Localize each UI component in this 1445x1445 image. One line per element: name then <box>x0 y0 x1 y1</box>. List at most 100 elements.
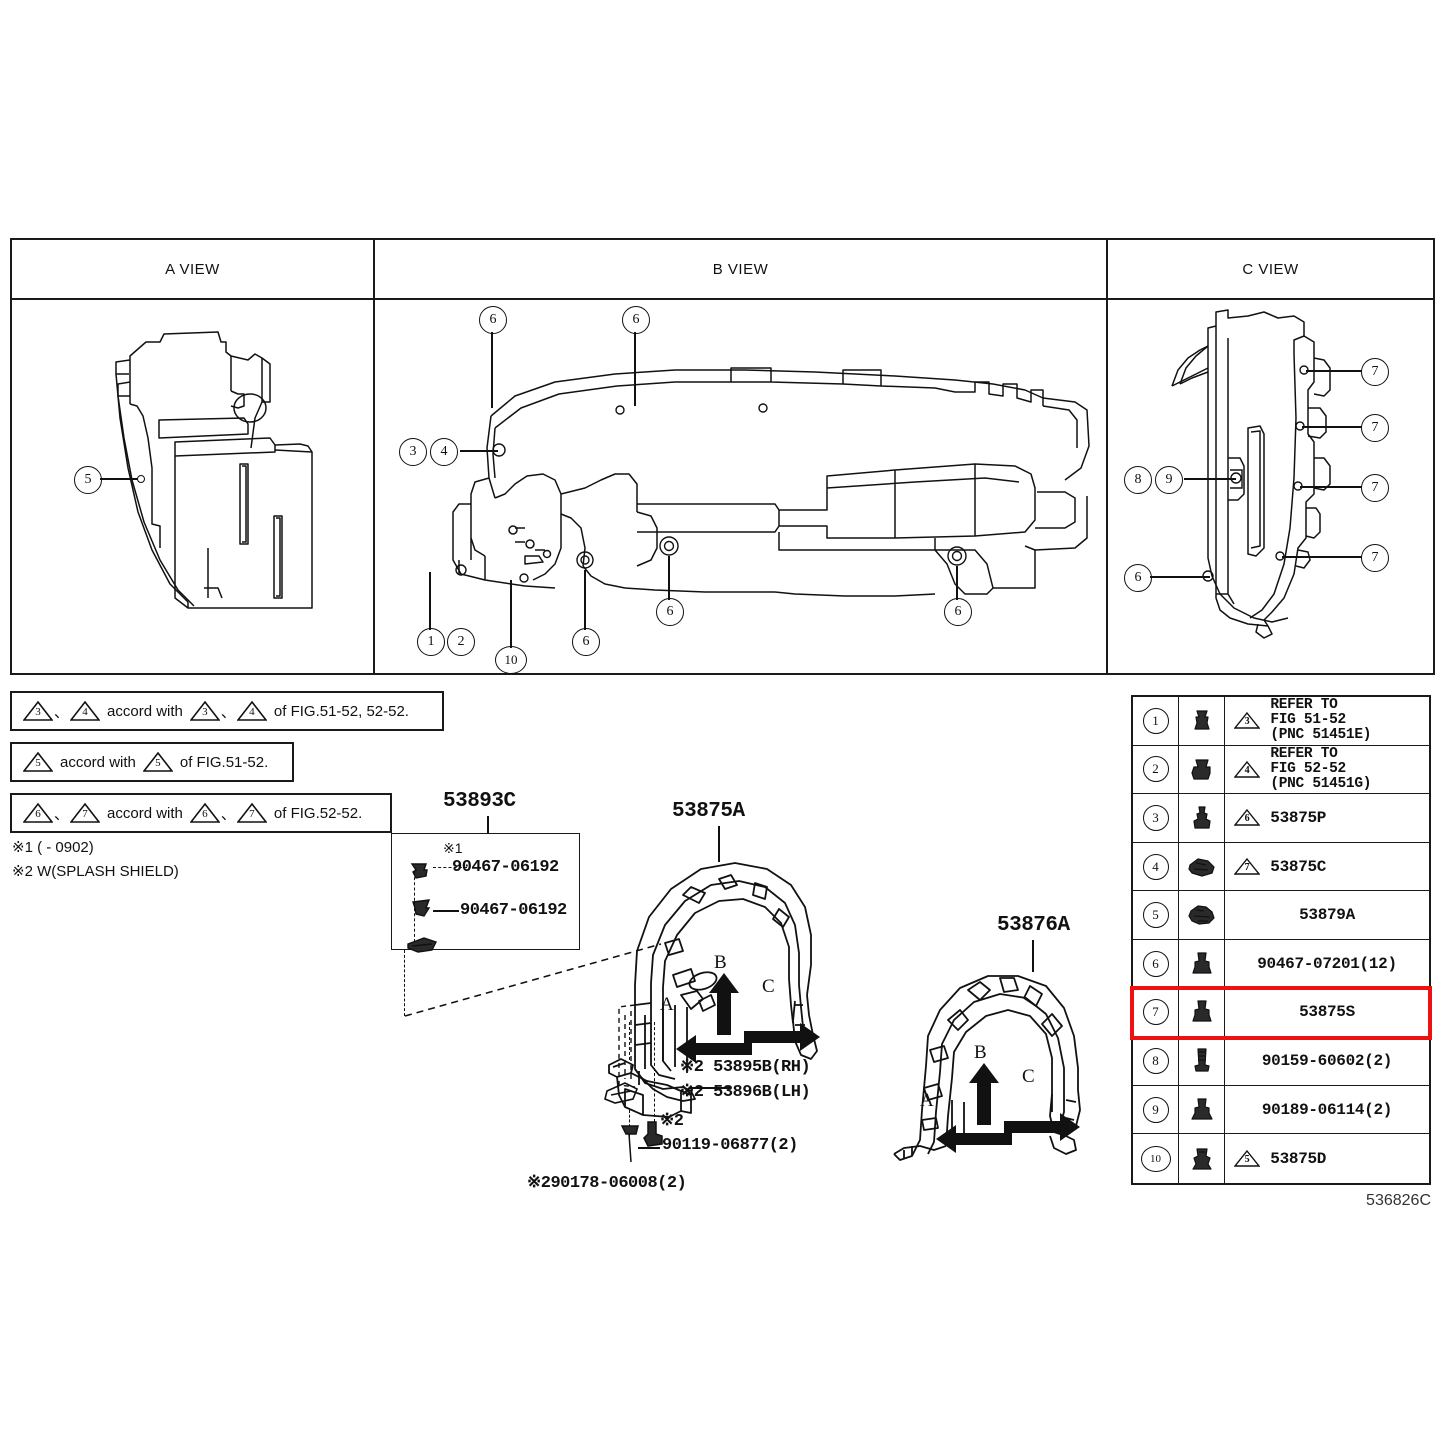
parts-row-number: 6 <box>1133 939 1179 988</box>
callout-label: 1 <box>427 634 435 649</box>
note-comma: 、 <box>220 805 236 823</box>
triangle-3-icon-2: 3 <box>189 700 220 722</box>
direction-label-c-53876a: C <box>1022 1066 1035 1087</box>
callout-label: 10 <box>504 652 518 667</box>
fender-liner-a-view-drawing <box>115 331 313 609</box>
parts-row-name: 90189-06114(2) <box>1261 1100 1393 1119</box>
retainer-clip-icon <box>1179 842 1225 891</box>
callout-label: 6 <box>666 604 674 619</box>
leader-line <box>1150 576 1210 578</box>
leader-line <box>1184 478 1236 480</box>
callout-9-view-c: 9 <box>1155 466 1183 494</box>
parts-row-number: 9 <box>1133 1085 1179 1134</box>
parts-row-number: 5 <box>1133 891 1179 939</box>
leader-line <box>510 580 512 648</box>
leader-line <box>718 826 720 862</box>
inset-pointer-diagonal <box>404 943 662 1017</box>
direction-arrows-53875a <box>676 973 820 1063</box>
callout-label: 2 <box>457 634 465 649</box>
triangle-5-icon: 5 <box>1234 1149 1260 1168</box>
inset-mark-1: ※1 <box>443 840 463 856</box>
screw-and-bolt-icons <box>620 1121 663 1163</box>
callout-6-view-c: 6 <box>1124 564 1152 592</box>
callout-2-view-b: 2 <box>447 628 475 656</box>
callout-6-view-b-bot-3: 6 <box>944 598 972 626</box>
parts-row-name: 90159-60602(2) <box>1261 1051 1393 1070</box>
parts-row-number: 4 <box>1133 842 1179 891</box>
bracket-dashed-line-2 <box>654 1022 655 1122</box>
direction-label-a-53875a: A <box>660 994 674 1015</box>
note-text: accord with <box>107 702 183 720</box>
note-text: of FIG.51-52, 52-52. <box>273 702 409 720</box>
clip-fastener-icon <box>1179 1134 1225 1183</box>
parts-row-3[interactable]: 3 6 53875P <box>1133 794 1429 843</box>
parts-row-number: 3 <box>1133 794 1179 842</box>
callout-7-view-c-3: 7 <box>1361 474 1389 502</box>
triangle-7-icon: 7 <box>1234 857 1260 876</box>
parts-row-name: 6 53875P <box>1225 794 1429 842</box>
callout-7-view-c-1: 7 <box>1361 358 1389 386</box>
direction-label-c-53875a: C <box>762 976 775 997</box>
note-box-1: 3 、 4 accord with 3 、 4 of FIG.51-52, 52… <box>10 691 444 731</box>
callout-label: 7 <box>1371 364 1379 379</box>
bolt-part-number: 90119-06877(2) <box>662 1136 798 1155</box>
triangle-4-icon: 4 <box>70 700 101 722</box>
leader-line <box>956 566 958 600</box>
triangle-6-icon: 6 <box>1234 808 1260 827</box>
bracket-label-lh: ※2 53896B(LH) <box>680 1083 811 1102</box>
callout-7-view-c-4: 7 <box>1361 544 1389 572</box>
bolt-mark-note: ※2 <box>660 1112 684 1131</box>
note-text: accord with <box>60 753 136 771</box>
callout-label: 6 <box>1134 570 1142 585</box>
leader-line <box>100 478 140 480</box>
callout-7-view-c-2: 7 <box>1361 414 1389 442</box>
triangle-3-icon: 3 <box>1234 711 1260 730</box>
direction-label-b-53875a: B <box>714 952 727 973</box>
note-comma: 、 <box>54 703 70 721</box>
callout-6-view-b-top-1: 6 <box>479 306 507 334</box>
direction-arrows-53876a <box>936 1063 1080 1153</box>
leader-line <box>460 450 498 452</box>
leader-line <box>1300 486 1362 488</box>
leader-line <box>584 570 586 630</box>
push-rivet-icon <box>1179 939 1225 988</box>
dashed-connector <box>433 867 467 868</box>
callout-label: 9 <box>1165 472 1173 487</box>
part-label-53893c: 53893C <box>443 790 516 813</box>
grommet-clip-icon <box>1179 745 1225 794</box>
screw-grommet-icon <box>1179 794 1225 842</box>
bolt-icon <box>1179 1037 1225 1085</box>
inset-pointer-vertical <box>404 950 405 1016</box>
parts-row-number: 2 <box>1133 745 1179 794</box>
direction-label-a-53876a: A <box>920 1090 934 1111</box>
splash-shield-bracket-drawing <box>608 1058 692 1118</box>
note-text: accord with <box>107 804 183 822</box>
mark-note-2: ※2 W(SPLASH SHIELD) <box>12 863 179 880</box>
parts-row-name: 90467-07201(12) <box>1257 954 1397 973</box>
leader-line <box>1306 370 1362 372</box>
triangle-6-icon-2: 6 <box>189 802 220 824</box>
triangle-3-icon: 3 <box>23 700 53 722</box>
parts-row-9[interactable]: 9 90189-06114(2) <box>1133 1085 1429 1135</box>
part-label-53875a: 53875A <box>672 800 745 823</box>
callout-label: 6 <box>954 604 962 619</box>
parts-row-6[interactable]: 6 90467-07201(12) <box>1133 939 1429 989</box>
leader-line <box>1032 940 1034 972</box>
callout-6-view-b-bot-2: 6 <box>656 598 684 626</box>
leader-line <box>638 1147 660 1149</box>
clip-icons-group <box>407 863 437 953</box>
note-box-2: 5 accord with 5 of FIG.51-52. <box>10 742 294 782</box>
callout-label: 6 <box>489 312 497 327</box>
view-c-header: C VIEW <box>1108 240 1433 300</box>
direction-label-b-53876a: B <box>974 1042 987 1063</box>
views-table: A VIEW <box>10 238 1435 675</box>
